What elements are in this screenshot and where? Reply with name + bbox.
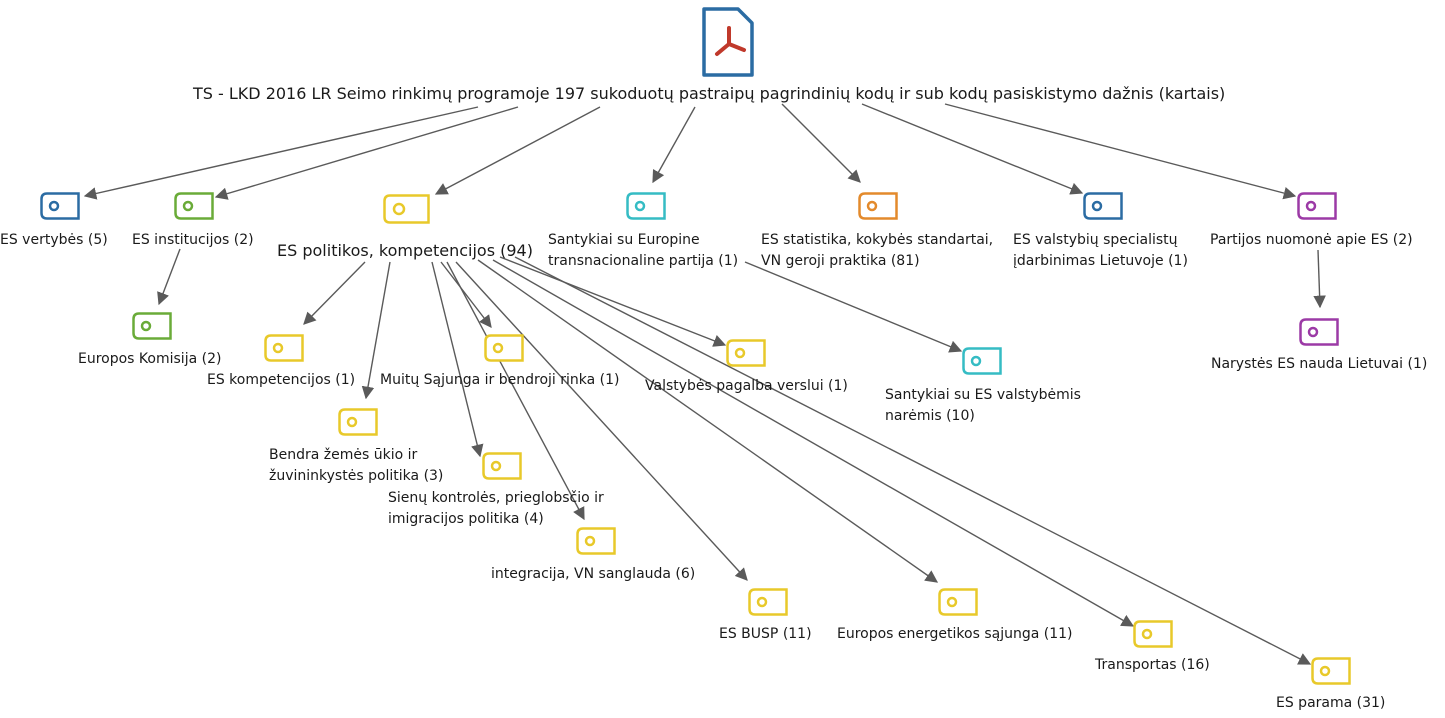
edge-arrow bbox=[477, 259, 939, 583]
code-label-line1: Santykiai su ES valstybėmis bbox=[885, 387, 1081, 403]
code-tag-icon bbox=[1133, 620, 1173, 648]
code-node-es-busp[interactable] bbox=[748, 588, 788, 616]
code-label: Partijos nuomonė apie ES (2) bbox=[1210, 232, 1413, 248]
pdf-document-icon bbox=[700, 6, 756, 78]
code-node-energetikos-sajunga[interactable] bbox=[938, 588, 978, 616]
edge-arrow bbox=[861, 103, 1084, 195]
edge-arrow bbox=[434, 106, 601, 195]
code-label-line1: Bendra žemės ūkio ir bbox=[269, 447, 418, 463]
code-label: ES BUSP (11) bbox=[719, 626, 812, 642]
edge-arrow bbox=[361, 261, 391, 400]
code-label-line2: narėmis (10) bbox=[885, 408, 975, 424]
edge-arrow bbox=[157, 248, 181, 306]
code-tag-icon bbox=[1311, 657, 1351, 685]
code-node-partijos-nuomone[interactable] bbox=[1297, 192, 1337, 220]
edge-arrow bbox=[514, 256, 1312, 665]
code-label: Narystės ES nauda Lietuvai (1) bbox=[1211, 356, 1428, 372]
code-tag-icon bbox=[174, 192, 214, 220]
code-label-line1: ES statistika, kokybės standartai, bbox=[761, 232, 994, 248]
code-label-line2: VN geroji praktika (81) bbox=[761, 253, 920, 269]
code-node-narystes-nauda[interactable] bbox=[1299, 318, 1339, 346]
code-node-europos-komisija[interactable] bbox=[132, 312, 172, 340]
code-tag-icon bbox=[626, 192, 666, 220]
code-label: Europos energetikos sąjunga (11) bbox=[837, 626, 1073, 642]
code-label: ES parama (31) bbox=[1276, 695, 1386, 711]
root-title: TS - LKD 2016 LR Seimo rinkimų programoj… bbox=[193, 84, 1226, 103]
code-tag-icon bbox=[938, 588, 978, 616]
code-label: ES vertybės (5) bbox=[0, 232, 108, 248]
code-label: Bendra žemės ūkio ir žuvininkystės polit… bbox=[269, 445, 443, 487]
code-label-line1: Sienų kontrolės, prieglobsčio ir bbox=[388, 490, 604, 506]
code-node-sienu-kontroles[interactable] bbox=[482, 452, 522, 480]
code-label-line2: imigracijos politika (4) bbox=[388, 511, 544, 527]
code-tag-icon bbox=[484, 334, 524, 362]
code-node-es-valstybiu-specialistu[interactable] bbox=[1083, 192, 1123, 220]
code-tag-icon bbox=[482, 452, 522, 480]
code-tag-icon bbox=[726, 339, 766, 367]
code-tag-icon bbox=[132, 312, 172, 340]
code-tag-icon bbox=[264, 334, 304, 362]
edges-layer bbox=[83, 103, 1326, 665]
code-tag-icon bbox=[40, 192, 80, 220]
code-label: ES institucijos (2) bbox=[132, 232, 254, 248]
code-node-santykiai-partija[interactable] bbox=[626, 192, 666, 220]
code-label: Valstybės pagalba verslui (1) bbox=[645, 378, 848, 394]
edge-arrow bbox=[455, 261, 748, 581]
code-label: ES statistika, kokybės standartai, VN ge… bbox=[761, 230, 993, 272]
code-tag-icon bbox=[1083, 192, 1123, 220]
code-tag-icon bbox=[1299, 318, 1339, 346]
code-node-es-institucijos[interactable] bbox=[174, 192, 214, 220]
code-node-es-statistika[interactable] bbox=[858, 192, 898, 220]
edge-arrow bbox=[431, 261, 484, 458]
code-node-es-vertybes[interactable] bbox=[40, 192, 80, 220]
code-node-es-parama[interactable] bbox=[1311, 657, 1351, 685]
code-node-santykiai-valstybemis[interactable] bbox=[962, 347, 1002, 375]
code-label: Europos Komisija (2) bbox=[78, 351, 222, 367]
code-node-muitu-sajunga[interactable] bbox=[484, 334, 524, 362]
edge-arrow bbox=[446, 261, 585, 521]
code-node-es-kompetencijos[interactable] bbox=[264, 334, 304, 362]
code-label-line2: žuvininkystės politika (3) bbox=[269, 468, 444, 484]
code-tag-icon bbox=[383, 194, 430, 224]
code-label-line1: Santykiai su Europine bbox=[548, 232, 700, 248]
code-tag-icon bbox=[576, 527, 616, 555]
edge-arrow bbox=[214, 106, 519, 200]
code-node-bendra-zemes-ukio[interactable] bbox=[338, 408, 378, 436]
edge-arrow bbox=[781, 103, 861, 183]
code-node-integracija[interactable] bbox=[576, 527, 616, 555]
edge-arrow bbox=[744, 261, 963, 353]
code-label-line2: transnacionaline partija (1) bbox=[548, 253, 739, 269]
code-label: ES politikos, kompetencijos (94) bbox=[277, 241, 533, 260]
code-tag-icon bbox=[338, 408, 378, 436]
edge-arrow bbox=[499, 256, 727, 347]
code-tag-icon bbox=[1297, 192, 1337, 220]
code-label: Santykiai su ES valstybėmis narėmis (10) bbox=[885, 385, 1081, 427]
code-tag-icon bbox=[962, 347, 1002, 375]
edge-arrow bbox=[303, 261, 366, 325]
code-label-line2: įdarbinimas Lietuvoje (1) bbox=[1013, 253, 1188, 269]
code-tag-icon bbox=[858, 192, 898, 220]
code-node-transportas[interactable] bbox=[1133, 620, 1173, 648]
code-label: Transportas (16) bbox=[1095, 657, 1210, 673]
code-label: Santykiai su Europine transnacionaline p… bbox=[548, 230, 738, 272]
edge-arrow bbox=[944, 103, 1297, 200]
code-label-line1: ES valstybių specialistų bbox=[1013, 232, 1178, 248]
code-label: ES valstybių specialistų įdarbinimas Lie… bbox=[1013, 230, 1188, 272]
edge-arrow bbox=[440, 261, 492, 328]
code-tag-icon bbox=[748, 588, 788, 616]
edge-arrow bbox=[1313, 249, 1326, 309]
code-label: Muitų Sąjunga ir bendroji rinka (1) bbox=[380, 372, 620, 388]
code-label: ES kompetencijos (1) bbox=[207, 372, 356, 388]
code-node-es-politikos[interactable] bbox=[383, 194, 430, 224]
code-node-valstybes-pagalba[interactable] bbox=[726, 339, 766, 367]
edge-arrow bbox=[652, 106, 696, 184]
code-label: integracija, VN sanglauda (6) bbox=[491, 566, 696, 582]
edge-arrow bbox=[492, 259, 1135, 627]
code-label: Sienų kontrolės, prieglobsčio ir imigrac… bbox=[388, 488, 604, 530]
edge-arrow bbox=[83, 106, 479, 200]
